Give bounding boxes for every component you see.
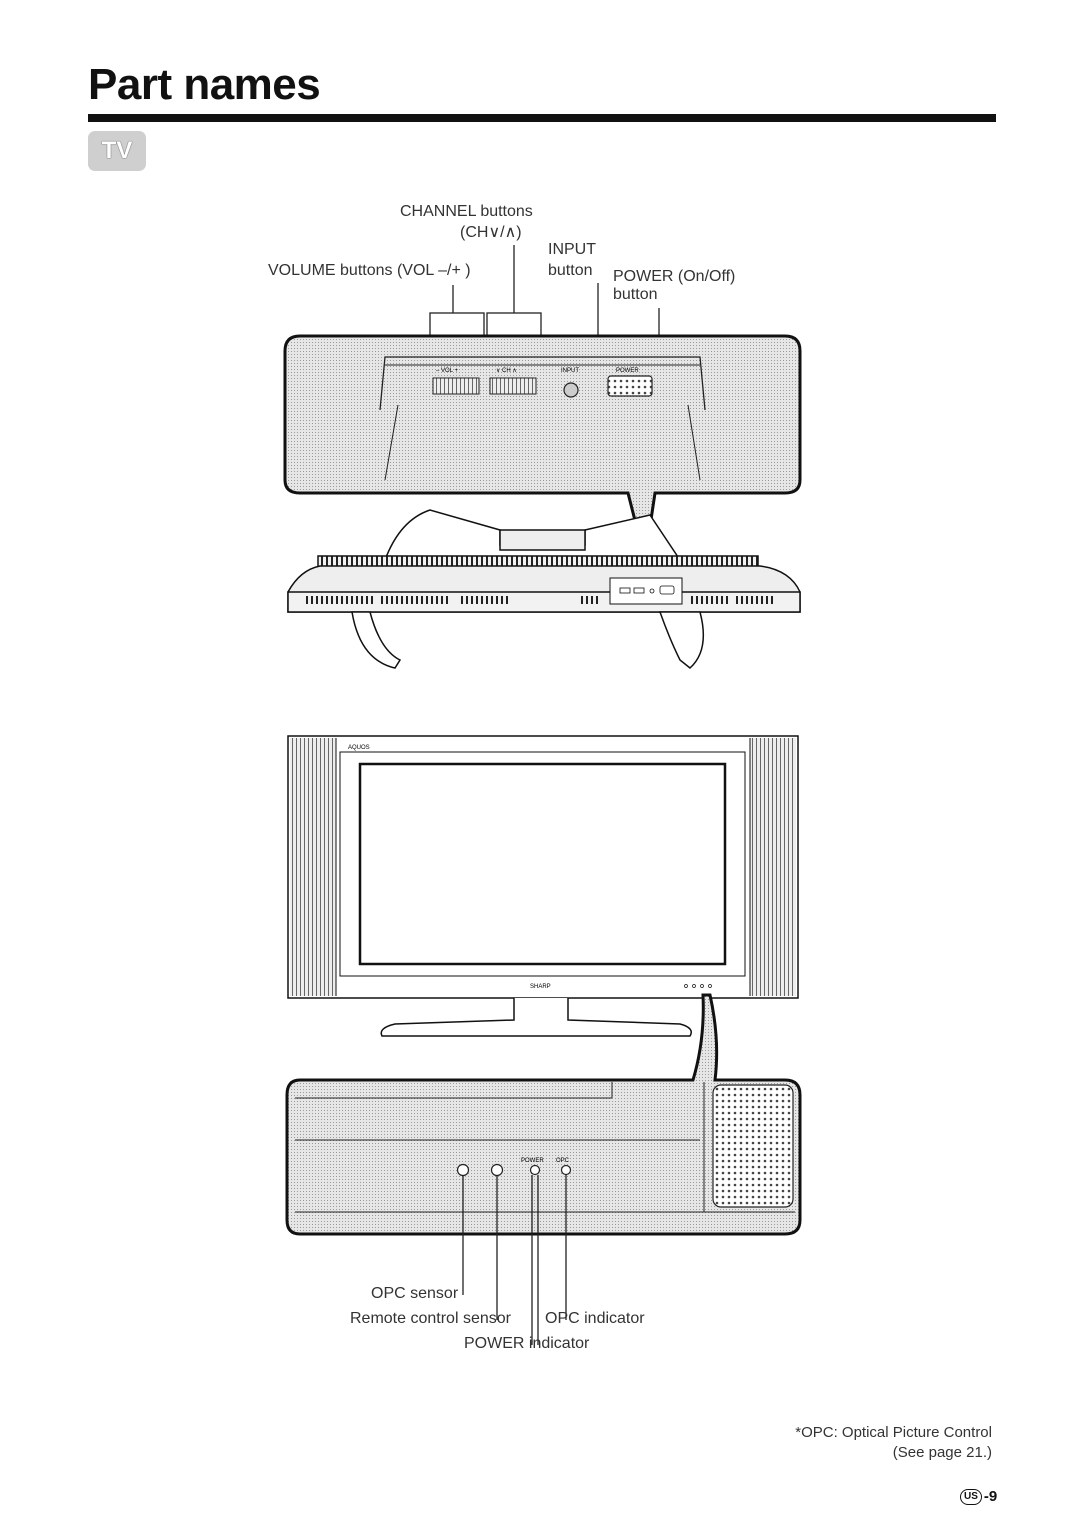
brand-bottom: SHARP — [530, 984, 551, 990]
panel-opc-text: OPC — [556, 1158, 570, 1164]
page-title: Part names — [88, 60, 321, 109]
page-number: US-9 — [960, 1488, 998, 1506]
brand-top: AQUOS — [348, 745, 370, 751]
opc-indicator-label: OPC indicator — [545, 1310, 645, 1327]
section-tag: TV — [88, 131, 146, 171]
footnote-line1: *OPC: Optical Picture Control — [795, 1424, 992, 1441]
footnote-line2: (See page 21.) — [892, 1444, 992, 1461]
power-indicator-label: POWER indicator — [464, 1335, 590, 1352]
input-label-line2: button — [548, 262, 593, 279]
power-label-line2: button — [613, 286, 658, 303]
title-rule — [88, 114, 996, 122]
power-label-line1: POWER (On/Off) — [613, 268, 736, 285]
opc-sensor-label: OPC sensor — [371, 1285, 459, 1302]
input-label-line1: INPUT — [548, 241, 596, 258]
page-number-value: -9 — [983, 1488, 998, 1505]
channel-label-line2: (CH∨/∧) — [460, 224, 522, 241]
tv-top-view — [287, 509, 801, 669]
remote-sensor-label: Remote control sensor — [350, 1310, 511, 1327]
volume-label: VOLUME buttons (VOL –/+ ) — [268, 262, 471, 279]
us-badge: US — [960, 1489, 982, 1506]
bottom-leader-lines — [462, 1175, 567, 1345]
panel-vol-text: – VOL + — [436, 368, 458, 374]
top-callout — [283, 334, 802, 561]
panel-power-text: POWER — [616, 368, 639, 374]
panel-power-indicator-text: POWER — [521, 1158, 544, 1164]
panel-ch-text: ∨ CH ∧ — [496, 368, 517, 374]
tv-front-view — [287, 735, 799, 1037]
panel-input-text: INPUT — [561, 368, 579, 374]
bottom-callout — [285, 993, 802, 1236]
channel-label-line1: CHANNEL buttons — [400, 203, 533, 220]
